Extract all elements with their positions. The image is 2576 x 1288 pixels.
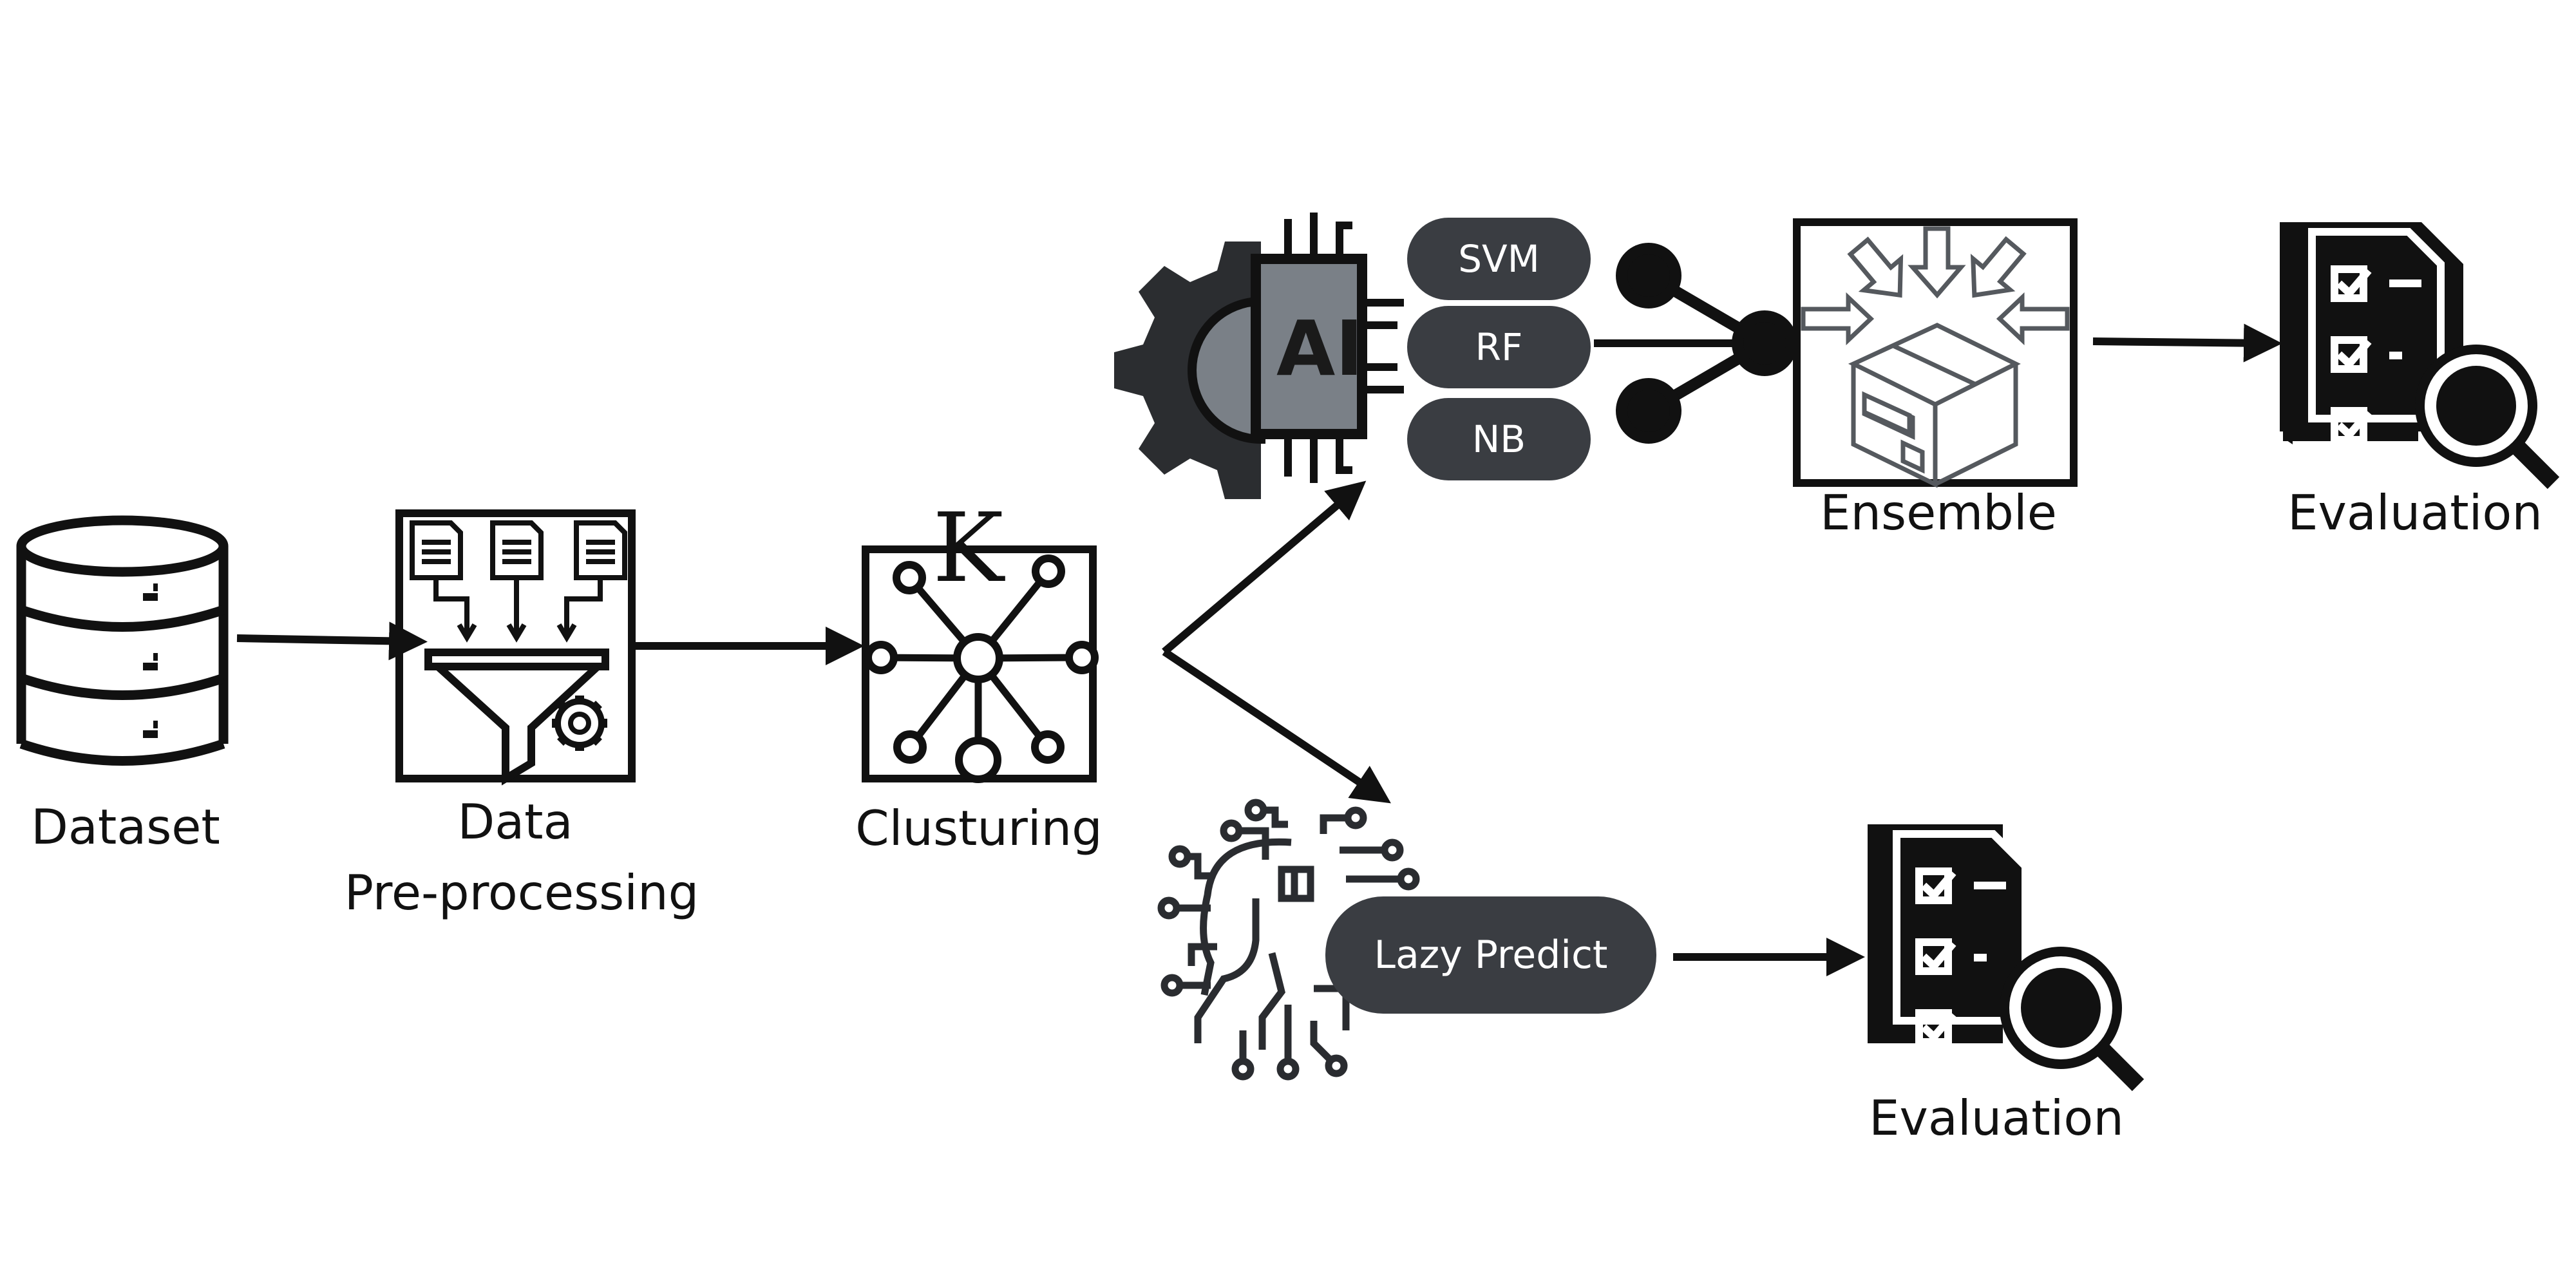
checklist-magnifier-icon bbox=[2280, 222, 2560, 489]
ai-chip-label: AI bbox=[1276, 304, 1364, 393]
k-means-cluster-icon bbox=[862, 545, 1099, 783]
arrow-ensemble-to-evaluation bbox=[2092, 323, 2282, 363]
dataset-label: Dataset bbox=[31, 799, 220, 855]
clustering-label: Clusturing bbox=[855, 800, 1103, 857]
branch-connector bbox=[1162, 480, 1391, 804]
k-letter-icon: K bbox=[933, 493, 1004, 603]
model-pill-nb: NB bbox=[1407, 398, 1591, 480]
ai-chip-gear-icon bbox=[1114, 213, 1404, 499]
preprocessing-label-line1: Data bbox=[457, 793, 573, 850]
arrow-dataset-to-preprocessing bbox=[236, 621, 428, 661]
merge-network-icon bbox=[1594, 243, 1797, 444]
checklist-magnifier-icon bbox=[1868, 824, 2145, 1092]
box-arrows-icon bbox=[1793, 218, 2078, 488]
model-pill-svm: SVM bbox=[1407, 218, 1591, 300]
lazy-predict-pill: Lazy Predict bbox=[1325, 896, 1656, 1014]
funnel-gear-icon bbox=[395, 509, 636, 786]
model-pill-rf: RF bbox=[1407, 306, 1591, 388]
ensemble-label: Ensemble bbox=[1820, 484, 2057, 541]
preprocessing-label-line2: Pre-processing bbox=[344, 864, 699, 921]
evaluation-bottom-label: Evaluation bbox=[1869, 1090, 2124, 1146]
evaluation-top-label: Evaluation bbox=[2287, 484, 2543, 541]
database-icon bbox=[16, 515, 229, 766]
